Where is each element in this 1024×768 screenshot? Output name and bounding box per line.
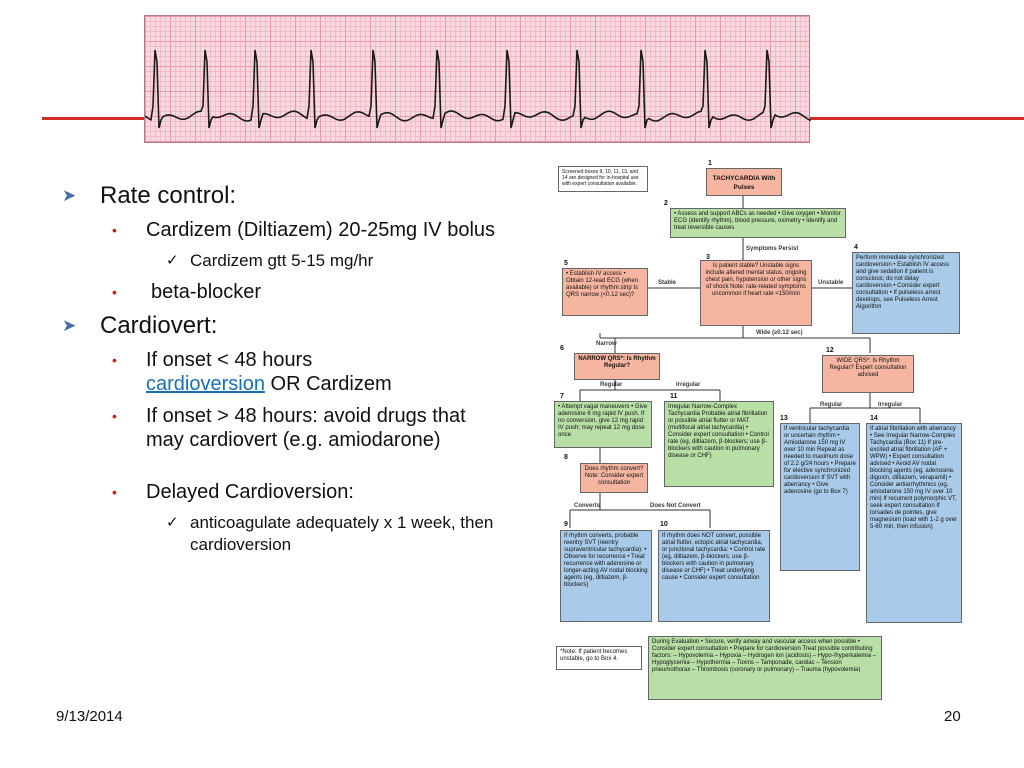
bullet-rate-control: ➤ Rate control: (62, 182, 237, 209)
flowchart-box-irregular-narrow: Irregular Narrow-Complex Tachycardia Pro… (664, 401, 774, 487)
bullet-dot-icon: • (112, 484, 117, 500)
ecg-strip-image (144, 15, 811, 143)
flowchart-box-iv-access: • Establish IV access • Obtain 12-lead E… (562, 268, 648, 316)
flowchart-box-stable: Is patient stable? Unstable signs includ… (700, 260, 812, 326)
flowchart-box-vagal: • Attempt vagal maneuvers • Give adenosi… (554, 401, 652, 448)
bullet-cardiovert: ➤ Cardiovert: (62, 312, 218, 339)
bullet-cardizem-bolus: • Cardizem (Diltiazem) 20-25mg IV bolus (112, 219, 496, 241)
bullet-dot-icon: • (112, 284, 117, 300)
flowchart-box-tachycardia: TACHYCARDIA With Pulses (706, 168, 782, 196)
flowchart-box-wide-qrs: WIDE QRS*: Is Rhythm Regular? Expert con… (822, 355, 914, 393)
footer-date: 9/13/2014 (56, 708, 123, 725)
flowchart-box-assess: • Assess and support ABCs as needed • Gi… (670, 208, 846, 238)
ecg-trace (145, 49, 811, 129)
flowchart-box-vt: If ventricular tachycardia or uncertain … (780, 423, 860, 571)
bullet-cardizem-gtt: ✓ Cardizem gtt 5-15 mg/hr (166, 251, 374, 270)
bullet-dot-icon: • (112, 222, 117, 238)
cardioversion-link[interactable]: cardioversion (146, 373, 265, 395)
tachycardia-algorithm-flowchart: Screened boxes 9, 10, 11, 13, and 14 are… (540, 158, 972, 704)
flowchart-connectors (569, 196, 921, 528)
bullet-beta-blocker: • beta-blocker (112, 281, 262, 303)
slide-number: 20 (944, 708, 961, 725)
checkmark-icon: ✓ (166, 252, 179, 269)
slide-body: ➤ Rate control: • Cardizem (Diltiazem) 2… (62, 182, 502, 564)
bullet-anticoagulate: ✓ anticoagulate adequately x 1 week, the… (166, 513, 494, 554)
flowchart-box-reentry-svt: If rhythm converts, probable reentry SVT… (560, 530, 652, 622)
accent-line-right (810, 117, 1024, 120)
chevron-right-icon: ➤ (62, 316, 77, 335)
flowchart-note-top: Screened boxes 9, 10, 11, 13, and 14 are… (558, 166, 648, 192)
bullet-delayed-cardioversion: • Delayed Cardioversion: (112, 481, 354, 503)
flowchart-box-not-convert: If rhythm does NOT convert, possible atr… (658, 530, 770, 622)
bullet-onset-gt-48: • If onset > 48 hours: avoid drugs that … (112, 405, 466, 451)
checkmark-icon: ✓ (166, 514, 179, 531)
chevron-right-icon: ➤ (62, 186, 77, 205)
flowchart-box-cardioversion: Perform immediate synchronized cardiover… (852, 252, 960, 334)
accent-line-left (42, 117, 144, 120)
bullet-dot-icon: • (112, 352, 117, 368)
flowchart-box-convert: Does rhythm convert? Note: Consider expe… (580, 463, 648, 493)
bullet-dot-icon: • (112, 408, 117, 424)
flowchart-box-narrow-qrs: NARROW QRS*: Is Rhythm Regular? (574, 353, 660, 380)
flowchart-box-af-aberrancy: If atrial fibrillation with aberrancy • … (866, 423, 962, 623)
flowchart-note-bottom: *Note: If patient becomes unstable, go t… (556, 646, 642, 670)
flowchart-box-evaluation: During Evaluation • Secure, verify airwa… (648, 636, 882, 700)
